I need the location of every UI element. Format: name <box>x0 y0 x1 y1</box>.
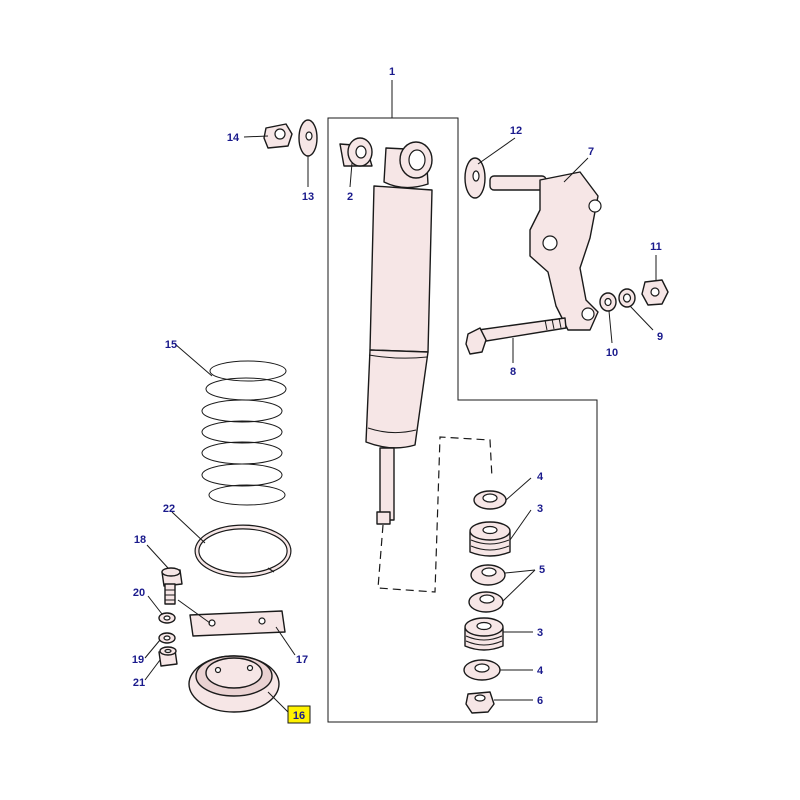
spring-ring <box>194 524 292 578</box>
callout-17: 17 <box>296 654 308 666</box>
bolt-18 <box>161 567 183 605</box>
callout-19: 19 <box>132 654 144 666</box>
washer-13 <box>298 119 318 157</box>
washer-5-lower <box>468 591 504 613</box>
washer-5-upper <box>470 564 506 586</box>
washer-4-upper <box>473 490 507 510</box>
washer-12 <box>464 157 486 199</box>
bush <box>339 137 373 167</box>
callout-15: 15 <box>165 339 177 351</box>
callout-4b: 4 <box>537 665 544 677</box>
callout-4a: 4 <box>537 471 544 483</box>
washer-10 <box>599 292 617 312</box>
callout-20: 20 <box>133 587 145 599</box>
callout-9: 9 <box>657 331 663 343</box>
callout-21: 21 <box>133 677 145 689</box>
callouts: 1 2 3 3 4 4 5 6 7 8 9 10 11 12 13 14 15 … <box>132 66 663 722</box>
callout-3a: 3 <box>537 503 543 515</box>
retaining-plate <box>177 599 286 637</box>
callout-6: 6 <box>537 695 543 707</box>
callout-7: 7 <box>588 146 594 158</box>
spring-seat <box>188 655 280 713</box>
washer-19 <box>158 632 176 644</box>
callout-12: 12 <box>510 125 522 137</box>
nut-21 <box>158 646 178 667</box>
callout-3b: 3 <box>537 627 543 639</box>
washer-9 <box>618 288 636 308</box>
callout-10: 10 <box>606 347 618 359</box>
washer-4-lower <box>463 659 501 681</box>
bolt-8 <box>465 317 567 355</box>
callout-8: 8 <box>510 366 516 378</box>
link-arm <box>489 171 602 331</box>
nut-14 <box>263 123 293 149</box>
assembly-outline <box>327 117 598 723</box>
callout-14: 14 <box>227 132 240 144</box>
shock-absorber <box>365 141 433 525</box>
callout-22: 22 <box>163 503 175 515</box>
callout-18: 18 <box>134 534 146 546</box>
leader-lines <box>144 80 657 715</box>
callout-16: 16 <box>293 710 305 722</box>
nut-11 <box>641 279 669 306</box>
callout-1: 1 <box>389 66 395 78</box>
callout-16-highlight <box>287 705 311 724</box>
rubber-bush-3-upper <box>469 521 511 557</box>
washer-20 <box>158 612 176 624</box>
callout-11: 11 <box>650 241 662 253</box>
dashed-guide <box>377 436 493 593</box>
nut-6 <box>465 691 495 714</box>
coil-spring <box>201 360 287 506</box>
callout-2: 2 <box>347 191 353 203</box>
callout-5: 5 <box>539 564 545 576</box>
rubber-bush-3-lower <box>464 617 504 651</box>
callout-13: 13 <box>302 191 314 203</box>
